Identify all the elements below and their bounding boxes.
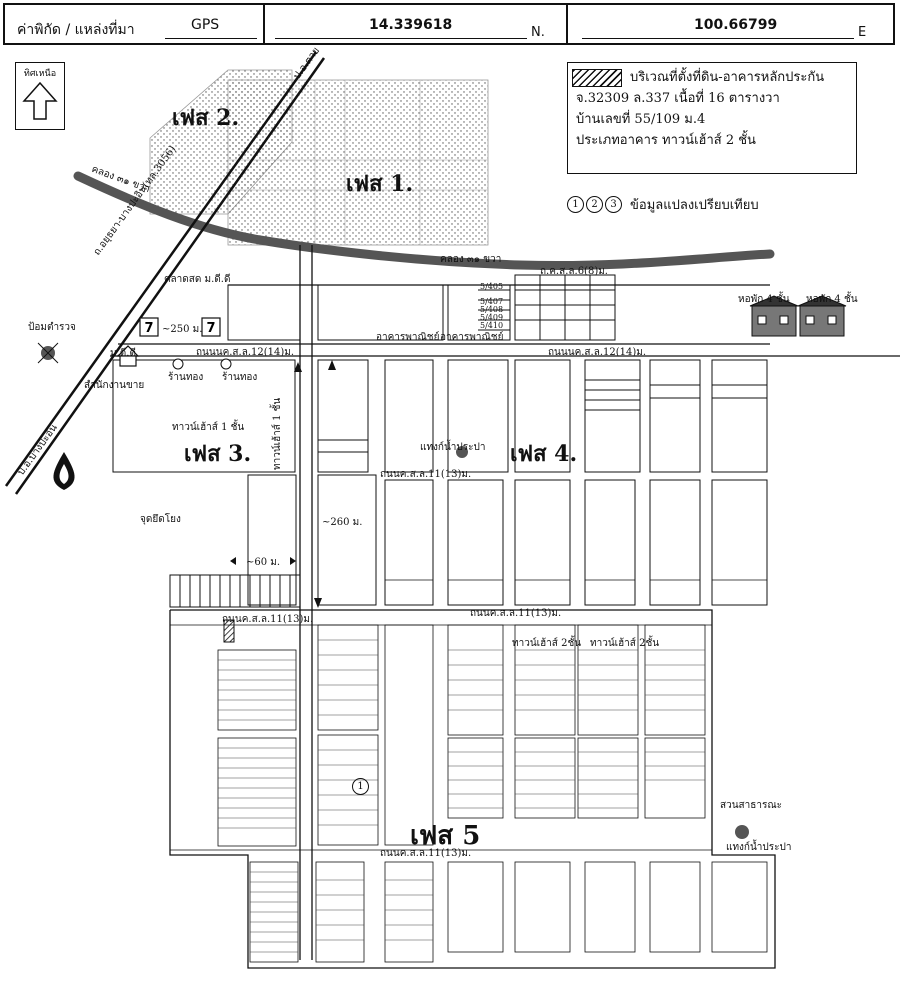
comparison-text: ข้อมูลแปลงเปรียบเทียบ [630, 198, 759, 213]
commercial-label: อาคารพาณิชย์ [376, 332, 440, 343]
coord-source-cell: ค่าพิกัด / แหล่งที่มา GPS [5, 5, 265, 43]
source-underline [165, 38, 257, 39]
north-arrow: ทิศเหนือ [15, 62, 65, 130]
gold-shop-label: ร้านทอง [168, 372, 204, 383]
distance-260: ~260 ม. [322, 517, 363, 528]
main-highway-line-b [14, 57, 326, 495]
plot-row-lines [218, 639, 705, 953]
plot-label: 5/410 [480, 321, 504, 330]
longitude-unit: E [858, 25, 867, 40]
phase-2-label: เฟส 2. [172, 105, 240, 131]
phase-5-plots [170, 624, 768, 963]
water-tank-marker [456, 446, 468, 458]
phase-5-upper-blocks [169, 474, 768, 608]
longitude-underline [582, 38, 854, 39]
dormitory-icon [749, 295, 799, 337]
convenience-store-icon: 7 [139, 317, 159, 337]
dormitory-icon-2 [797, 295, 847, 337]
phase-1-internal-roads [228, 80, 488, 245]
subject-property [223, 619, 235, 643]
sales-office-icon [116, 345, 140, 367]
latitude-value: 14.339618 [369, 17, 453, 33]
distance-250: ~250 ม. [162, 324, 203, 335]
longitude-value: 100.66799 [694, 17, 778, 33]
longitude-cell: 100.66799 E [568, 5, 893, 43]
svg-text:7: 7 [206, 321, 215, 336]
road-12-label-2: ถนนนค.ส.ล.12(14)ม. [548, 347, 647, 358]
convenience-store-icon-2: 7 [201, 317, 221, 337]
gold-shop-label-2: ร้านทอง [222, 372, 258, 383]
water-tank-marker-2 [735, 825, 749, 839]
legend-box: บริเวณที่ตั้งที่ดิน-อาคารหลักประกัน จ.32… [567, 62, 857, 174]
market-label: ตลาดสด ม.ดี.ดี [164, 274, 231, 285]
plot-label: 5/408 [480, 305, 504, 314]
road-11-label-c: ถนนค.ส.ล.11(13)ม. [222, 614, 314, 625]
coord-source: GPS [191, 17, 220, 33]
legend-line-2: จ.32309 ล.337 เนื้อที่ 16 ตารางวา [576, 91, 780, 106]
site-map: 7 7 [4, 51, 900, 969]
townhouse-1-vertical: ทาวน์เฮ้าส์ 1 ชั้น [272, 397, 283, 470]
road-6-label: ถ.ค.ส.ล.6(8)ม. [540, 266, 608, 277]
north-arrow-icon [22, 81, 58, 120]
townhouse-2-label-b: ทาวน์เฮ้าส์ 2ชั้น [590, 638, 660, 649]
road-11-label-d: ถนนค.ส.ล.11(13)ม. [380, 848, 472, 859]
comparison-1: 1 [567, 196, 584, 213]
main-highway-line-a [4, 51, 318, 487]
water-tank-label-2: แทงก์น้ำประปา [726, 842, 792, 853]
subject-hatch-swatch [572, 69, 622, 87]
commercial-label-2: อาคารพาณิชย์ [440, 332, 504, 343]
latitude-underline [275, 38, 527, 39]
md-label: ม.ดี.ดี [110, 348, 136, 359]
comparison-2: 2 [586, 196, 603, 213]
plot-label: 5/409 [480, 313, 504, 322]
pivot-label: จุดยึดโยง [140, 514, 181, 525]
coord-label: ค่าพิกัด / แหล่งที่มา [17, 22, 135, 38]
legend-line-1: บริเวณที่ตั้งที่ดิน-อาคารหลักประกัน [630, 70, 825, 85]
phase-5-label: เฟส 5 [410, 821, 481, 851]
fuel-station-icon [53, 452, 75, 490]
water-tank-label: แทงก์น้ำประปา [420, 442, 486, 453]
dormitory-label: หอพัก 4 ชั้น [738, 294, 790, 305]
phase-3-label: เฟส 3. [184, 441, 252, 467]
latitude-unit: N. [531, 25, 545, 40]
comparison-marker-1: 1 [352, 778, 369, 795]
latitude-cell: 14.339618 N. [265, 5, 568, 43]
north-label: ทิศเหนือ [23, 69, 57, 79]
phase-1-area [227, 79, 489, 246]
legend-line-4: ประเภทอาคาร ทาวน์เฮ้าส์ 2 ชั้น [576, 133, 756, 148]
commercial-blocks [227, 274, 616, 341]
plot-label: 5/405 [480, 282, 504, 291]
dormitory-label-2: หอพัก 4 ชั้น [806, 294, 858, 305]
svg-text:7: 7 [144, 321, 153, 336]
road-11-label-a: ถนนค.ส.ล.11(13)ม. [380, 469, 472, 480]
legend-line-3: บ้านเลขที่ 55/109 ม.4 [576, 112, 706, 127]
canal-label-2: คลอง ๓๑ ขวา [440, 254, 502, 265]
gold-shop-marker-2 [220, 358, 232, 370]
gold-shop-marker [172, 358, 184, 370]
comparison-key: 1 2 3 ข้อมูลแปลงเปรียบเทียบ [567, 194, 759, 215]
phase-4-blocks [112, 359, 768, 473]
police-label: ป้อมตำรวจ [28, 322, 76, 333]
park-label: สวนสาธารณะ [720, 800, 783, 811]
canal [73, 171, 775, 271]
coordinate-header: ค่าพิกัด / แหล่งที่มา GPS 14.339618 N. 1… [3, 3, 895, 45]
sales-office-label: สำนักงานขาย [84, 380, 145, 391]
plot-label: 5/407 [480, 297, 504, 306]
townhouse-2-label-a: ทาวน์เฮ้าส์ 2ชั้น [512, 638, 582, 649]
police-box-icon [37, 342, 59, 364]
road-11-label-b: ถนนค.ส.ล.11(13)ม. [470, 608, 562, 619]
comparison-3: 3 [605, 196, 622, 213]
townhouse-1-label: ทาวน์เฮ้าส์ 1 ชั้น [172, 422, 245, 433]
phase-1-label: เฟส 1. [346, 171, 414, 197]
road-12-label: ถนนนค.ส.ล.12(14)ม. [196, 347, 295, 358]
phase-4-label: เฟส 4. [510, 441, 578, 467]
distance-60: ~60 ม. [246, 557, 281, 568]
direction-arrows [230, 360, 336, 608]
phase-5-boundary [169, 609, 776, 969]
